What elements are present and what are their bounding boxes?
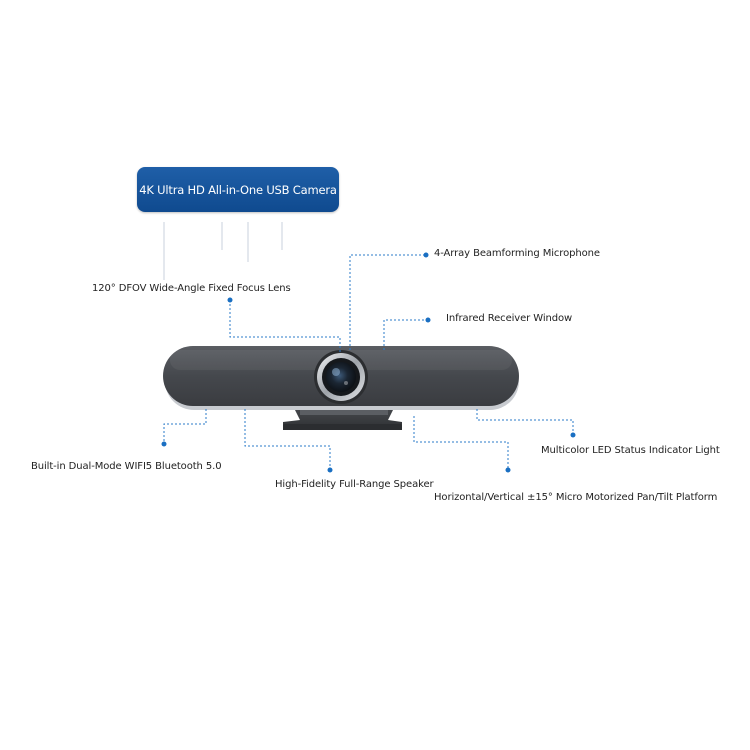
lens-glare-small xyxy=(344,381,348,385)
label-infrared: Infrared Receiver Window xyxy=(446,313,573,324)
callout-infrared-line xyxy=(383,317,431,350)
callout-lens-line xyxy=(227,297,341,353)
product-title-badge: 4K Ultra HD All-in-One USB Camera xyxy=(137,167,339,212)
label-led: Multicolor LED Status Indicator Light xyxy=(541,445,720,456)
label-pantilt: Horizontal/Vertical ±15° Micro Motorized… xyxy=(434,492,718,503)
callout-led-line xyxy=(476,409,576,438)
label-microphone: 4-Array Beamforming Microphone xyxy=(434,248,600,259)
callout-pantilt-line xyxy=(413,416,511,473)
lens-glass xyxy=(326,362,356,392)
camera-device xyxy=(163,346,519,430)
label-wifi: Built-in Dual-Mode WIFI5 Bluetooth 5.0 xyxy=(31,461,222,472)
lens-glare xyxy=(332,368,340,376)
label-speaker: High-Fidelity Full-Range Speaker xyxy=(275,479,434,490)
callout-speaker-line xyxy=(244,409,333,473)
label-lens: 120° DFOV Wide-Angle Fixed Focus Lens xyxy=(92,283,291,294)
base-foot xyxy=(283,424,402,430)
callout-wifi-line xyxy=(161,409,207,447)
product-title: 4K Ultra HD All-in-One USB Camera xyxy=(139,182,337,197)
callout-microphone-line xyxy=(349,252,429,350)
